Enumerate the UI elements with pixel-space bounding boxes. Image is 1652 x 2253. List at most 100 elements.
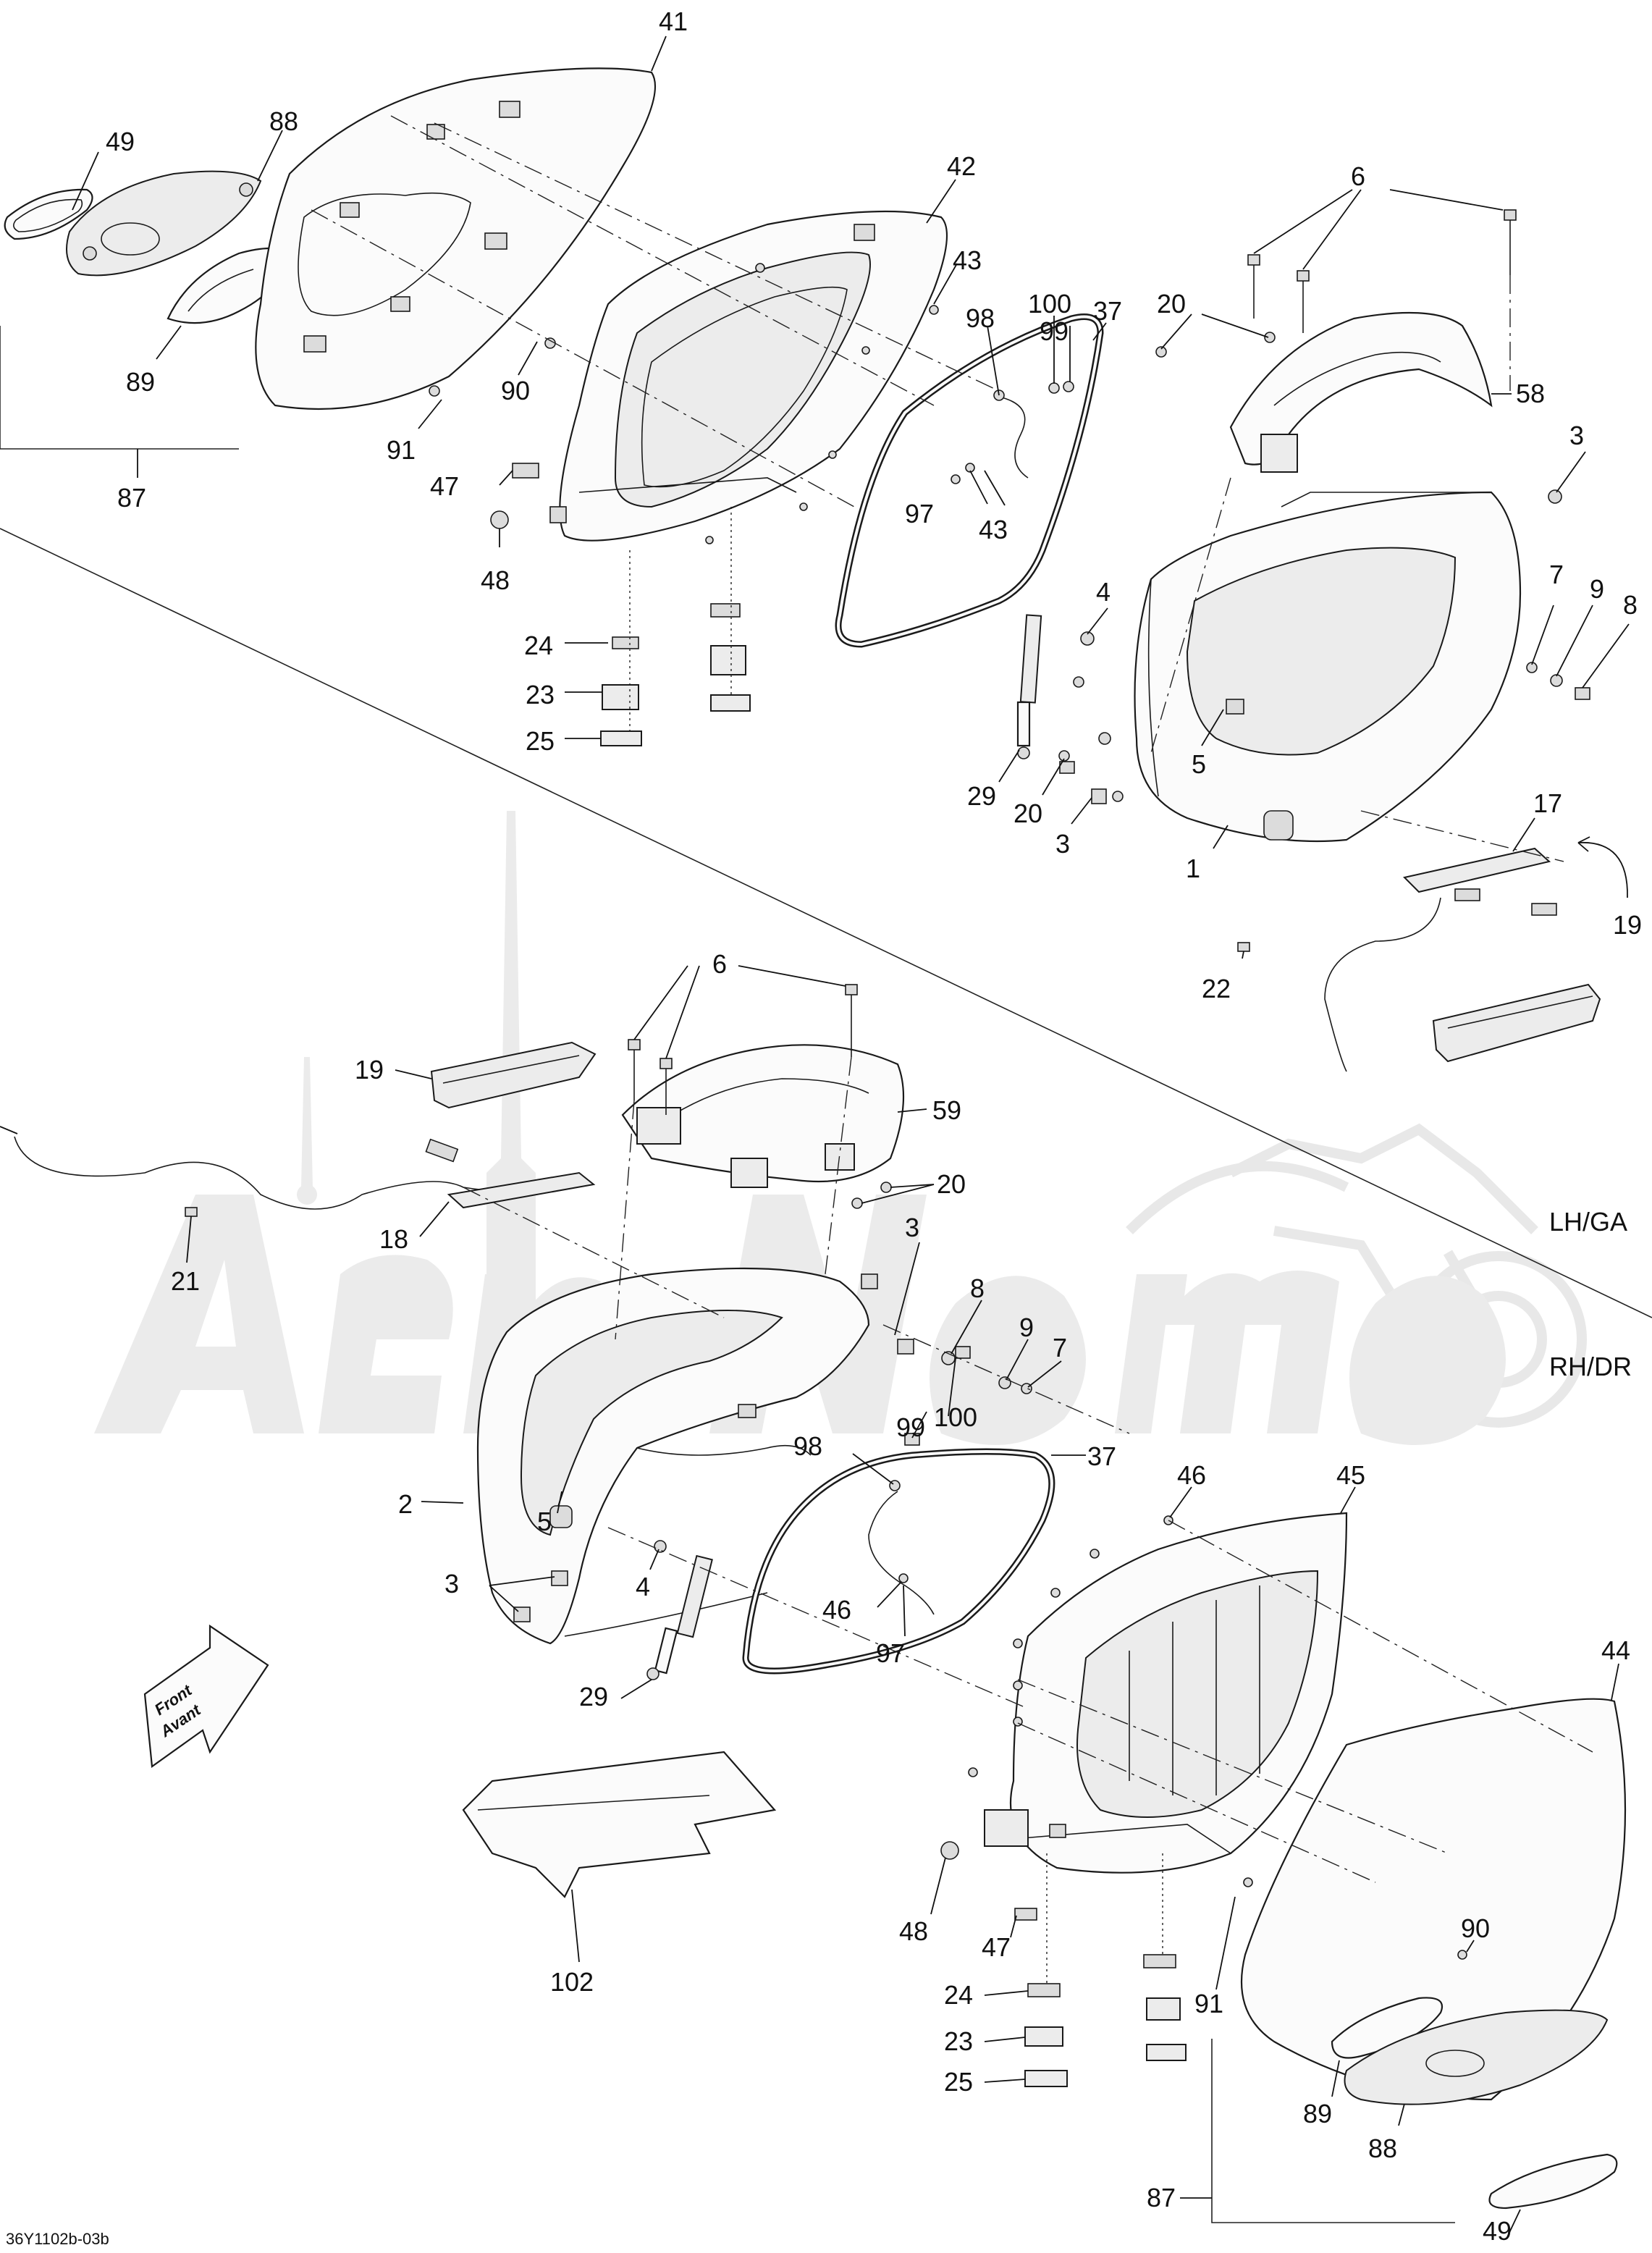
callout-90: 90 — [1461, 1913, 1490, 1943]
part-17-latch-lh — [1324, 836, 1628, 1072]
callout-44: 44 — [1601, 1635, 1630, 1665]
callout-48: 48 — [899, 1916, 928, 1946]
region-label-rh: RH/DR — [1549, 1352, 1632, 1381]
part-37-seal-bottom — [742, 1448, 1055, 1675]
callout-99: 99 — [1040, 316, 1069, 346]
part-41-lid-cover — [255, 67, 657, 410]
callout-20: 20 — [1013, 799, 1042, 828]
callout-3: 3 — [1055, 829, 1070, 859]
callout-97: 97 — [876, 1638, 905, 1668]
callout-24: 24 — [524, 631, 553, 660]
callout-19: 19 — [355, 1055, 384, 1085]
callout-25: 25 — [944, 2067, 973, 2097]
callout-43: 43 — [979, 515, 1008, 544]
callout-7: 7 — [1053, 1333, 1067, 1363]
section-divider — [0, 528, 1652, 1318]
callout-87: 87 — [1147, 2183, 1176, 2212]
callout-4: 4 — [1096, 577, 1111, 607]
part-49-seal — [4, 188, 93, 240]
callout-41: 41 — [659, 7, 688, 36]
part-49-seal-bottom — [1488, 2153, 1618, 2210]
part-102-shield — [462, 1751, 777, 1898]
hinge-set-bottom-right — [1143, 1853, 1187, 2061]
callouts-top: 41 49 88 89 90 91 87 42 43 98 100 99 37 … — [106, 7, 1642, 1003]
callout-5: 5 — [537, 1507, 552, 1536]
callout-9: 9 — [1019, 1313, 1034, 1342]
screws-46-bottom — [968, 1515, 1253, 1887]
callout-58: 58 — [1516, 379, 1545, 408]
callout-43: 43 — [953, 245, 982, 275]
callout-100: 100 — [934, 1402, 977, 1432]
front-direction-arrow-icon: Front Avant — [143, 1624, 269, 1768]
callout-89: 89 — [1303, 2099, 1332, 2128]
callout-90: 90 — [501, 376, 530, 405]
callout-98: 98 — [966, 303, 995, 333]
callout-20: 20 — [937, 1169, 966, 1199]
callout-49: 49 — [1483, 2216, 1512, 2246]
callout-87: 87 — [117, 483, 146, 513]
callout-88: 88 — [1368, 2134, 1397, 2163]
callout-3: 3 — [1569, 421, 1584, 450]
part-88-lens-bottom — [1344, 2009, 1609, 2105]
region-label-lh: LH/GA — [1549, 1207, 1627, 1237]
callout-3: 3 — [444, 1569, 459, 1599]
leader-lines-bottom — [186, 965, 1619, 2238]
callout-47: 47 — [982, 1932, 1011, 1962]
callout-48: 48 — [481, 565, 510, 595]
callout-1: 1 — [1186, 854, 1200, 883]
callout-18: 18 — [379, 1224, 408, 1254]
callout-59: 59 — [932, 1095, 961, 1125]
screw-43-top — [929, 305, 939, 315]
callouts-bottom: 6 19 59 20 18 21 3 8 9 7 99 100 98 37 2 … — [171, 949, 1630, 2246]
callout-24: 24 — [944, 1980, 973, 2010]
hinge-set-bottom-left — [1024, 1853, 1068, 2087]
callout-89: 89 — [126, 367, 155, 397]
part-29-strut-top — [1016, 614, 1042, 759]
group-bracket-87-bottom — [1211, 2039, 1455, 2223]
hinge-set-top-right — [710, 507, 751, 712]
callout-91: 91 — [1194, 1989, 1223, 2018]
part-19-handle-lh — [1432, 983, 1601, 1063]
callout-46: 46 — [1177, 1460, 1206, 1490]
part-89-reflector-bottom — [1331, 1997, 1443, 2059]
callout-22: 22 — [1202, 974, 1231, 1003]
callout-23: 23 — [944, 2026, 973, 2056]
callout-47: 47 — [430, 471, 459, 501]
part-59-hinge-cover — [621, 1044, 905, 1188]
callout-2: 2 — [398, 1489, 413, 1519]
part-47-48-fastener — [490, 463, 539, 529]
callout-17: 17 — [1533, 788, 1562, 818]
part-45-inner-liner — [984, 1512, 1348, 1874]
part-19-handle-rh — [430, 1041, 597, 1109]
callout-6: 6 — [712, 949, 727, 979]
part-47-clip-bottom — [1014, 1908, 1037, 1921]
part-22-clip — [1237, 942, 1250, 952]
bolts-6-top — [1247, 209, 1517, 333]
part-29-strut-bottom — [646, 1554, 713, 1680]
diagram-code: 36Y1102b-03b — [6, 2230, 109, 2248]
callout-37: 37 — [1093, 296, 1122, 326]
callout-46: 46 — [822, 1595, 851, 1625]
callout-45: 45 — [1336, 1460, 1365, 1490]
callout-29: 29 — [967, 781, 996, 811]
callout-42: 42 — [947, 151, 976, 181]
callout-20: 20 — [1157, 289, 1186, 319]
callout-3: 3 — [905, 1213, 919, 1242]
callout-25: 25 — [526, 726, 555, 756]
callout-100: 100 — [1028, 289, 1071, 319]
hinge-set-top-left — [600, 550, 642, 746]
part-88-lens — [66, 170, 262, 277]
part-48-nut-bottom — [940, 1841, 959, 1860]
callout-97: 97 — [905, 499, 934, 528]
screw-43-lower — [951, 474, 961, 484]
bolts-6-bottom — [628, 984, 858, 1115]
callout-8: 8 — [970, 1273, 985, 1303]
callout-37: 37 — [1087, 1441, 1116, 1471]
part-18-latch-rh — [425, 1138, 596, 1209]
group-bracket-87-top — [0, 326, 239, 450]
part-1-saddlebag-body-lh — [1098, 489, 1562, 843]
callout-5: 5 — [1192, 749, 1206, 779]
callout-9: 9 — [1590, 574, 1604, 604]
part-58-hinge-cover — [1229, 311, 1493, 473]
